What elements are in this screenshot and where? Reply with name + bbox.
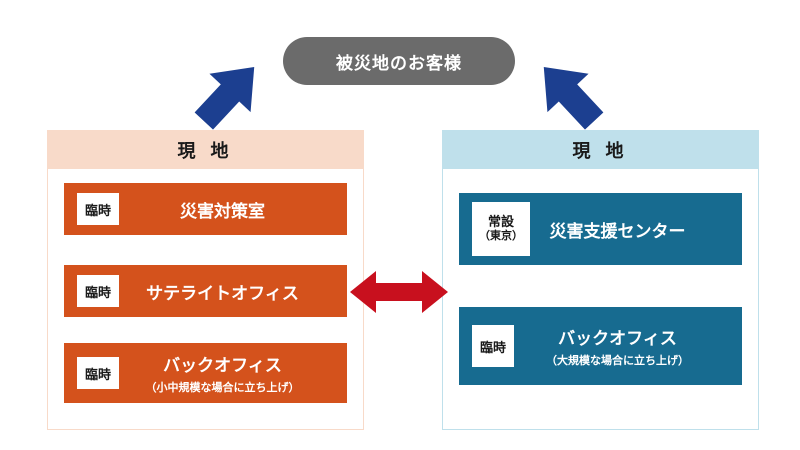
temporary-tag: 臨時 xyxy=(472,325,514,367)
bidirectional-arrow-icon xyxy=(350,271,448,313)
up-arrow-left-icon xyxy=(194,66,255,130)
right-panel-header: 現 地 xyxy=(443,131,758,169)
temporary-tag-label: 臨時 xyxy=(84,284,111,300)
item-title-wrap: バックオフィス （小中規模な場合に立ち上げ） xyxy=(64,343,347,403)
item-title-wrap: バックオフィス （大規模な場合に立ち上げ） xyxy=(459,307,742,385)
item-subtitle: （小中規模な場合に立ち上げ） xyxy=(145,382,300,394)
left-panel-header: 現 地 xyxy=(48,131,363,169)
item-title: バックオフィス xyxy=(558,329,677,348)
item-title-wrap: 災害支援センター xyxy=(459,193,742,265)
permanent-tag-sublabel: （東京） xyxy=(479,230,523,243)
temporary-tag-label: 臨時 xyxy=(84,202,111,218)
up-arrow-right-icon xyxy=(543,66,604,130)
disaster-countermeasures-office-box: 臨時 災害対策室 xyxy=(64,183,347,235)
item-subtitle: （大規模な場合に立ち上げ） xyxy=(546,355,689,367)
temporary-tag: 臨時 xyxy=(77,357,119,389)
temporary-tag-label: 臨時 xyxy=(479,339,506,355)
disaster-support-center-box: 常設 （東京） 災害支援センター xyxy=(459,193,742,265)
right-site-panel: 現 地 常設 （東京） 災害支援センター 臨時 バックオフィス （大規模な場合に… xyxy=(442,130,759,430)
left-site-panel: 現 地 臨時 災害対策室 臨時 サテライトオフィス 臨時 バックオフィス （小 xyxy=(47,130,364,430)
temporary-tag-label: 臨時 xyxy=(84,366,111,382)
temporary-tag: 臨時 xyxy=(77,193,119,225)
permanent-tag-label: 常設 xyxy=(487,214,514,229)
affected-customers-label: 被災地のお客様 xyxy=(336,53,462,73)
back-office-large-box: 臨時 バックオフィス （大規模な場合に立ち上げ） xyxy=(459,307,742,385)
satellite-office-box: 臨時 サテライトオフィス xyxy=(64,265,347,317)
permanent-tokyo-tag: 常設 （東京） xyxy=(472,202,530,256)
back-office-small-box: 臨時 バックオフィス （小中規模な場合に立ち上げ） xyxy=(64,343,347,403)
temporary-tag: 臨時 xyxy=(77,275,119,307)
item-title-wrap: サテライトオフィス xyxy=(64,265,347,317)
item-title-wrap: 災害対策室 xyxy=(64,183,347,235)
item-title: 災害支援センター xyxy=(549,221,686,241)
affected-customers-box: 被災地のお客様 xyxy=(283,37,515,85)
item-title: バックオフィス xyxy=(163,356,282,375)
item-title: サテライトオフィス xyxy=(146,283,299,303)
item-title: 災害対策室 xyxy=(180,201,265,221)
